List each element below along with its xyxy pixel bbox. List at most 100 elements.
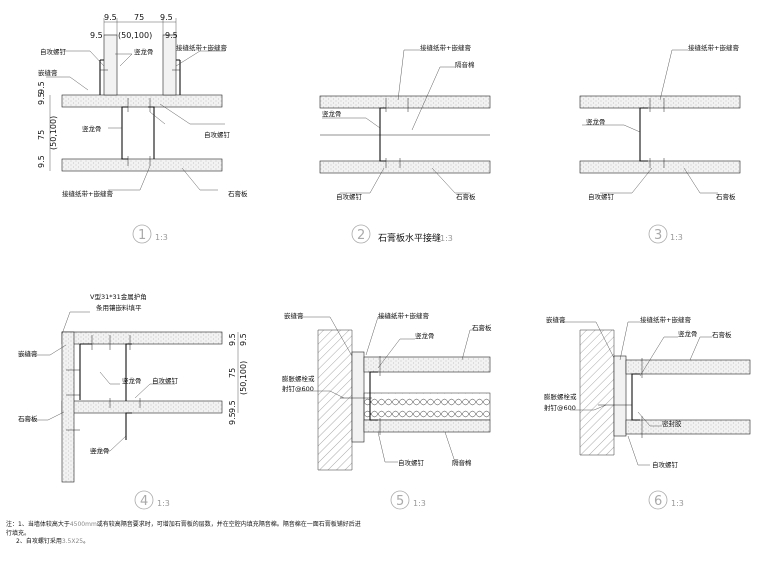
detail-number-3: 3	[654, 228, 662, 243]
board-texture	[580, 96, 740, 108]
label-stud-top: 竖龙骨	[134, 47, 154, 56]
dim-a: 9.5	[228, 333, 237, 346]
stud	[639, 107, 648, 162]
screws	[340, 356, 381, 435]
notes-block: 注：1、当墙体较高大于4500mm或有较高隔音要求时，可增加石膏板的层数，并在空…	[6, 521, 361, 547]
detail-number-circle	[648, 490, 668, 510]
note-3-text-b: 3.5X25	[61, 538, 84, 545]
label-bolt-1: 膨胀螺栓或	[282, 374, 315, 383]
label-bolt-2: 射钉@600	[282, 384, 314, 393]
label-gypsum: 石膏板	[472, 323, 492, 332]
board-texture	[62, 332, 74, 482]
label-stud: 竖龙骨	[322, 109, 342, 118]
detail-4: 9.5 9.5 75 (50,100) 9.5 9.5 V型31*31金属护角 …	[18, 292, 248, 510]
board-texture	[580, 161, 740, 173]
label-stud: 竖龙骨	[586, 117, 606, 126]
label-corner-1: V型31*31金属护角	[90, 292, 147, 301]
board-texture	[62, 332, 222, 344]
detail-scale-1: 1:3	[155, 233, 168, 242]
detail-6: 嵌缝膏 接缝纸带+嵌缝膏 竖龙骨 石膏板 膨胀螺栓或 射钉@600 密封胶 自攻…	[544, 315, 751, 510]
dim-d: 9.5	[228, 400, 237, 413]
detail-title-2: 石膏板水平接缝	[378, 232, 441, 244]
label-screw: 自攻螺钉	[398, 458, 425, 467]
stud	[379, 107, 386, 162]
label-gypsum: 石膏板	[716, 192, 736, 201]
dim-b: 9.5	[239, 333, 248, 346]
detail-scale-5: 1:3	[413, 499, 426, 508]
label-caulk: 嵌缝膏	[284, 311, 304, 320]
gypsum-board-vertical	[613, 355, 627, 437]
label-sound: 隔音棉	[455, 60, 475, 69]
dim-top-b: 75	[134, 13, 144, 22]
note-line-1: 注：1、当墙体较高大于4500mm或有较高隔音要求时，可增加石膏板的层数，并在空…	[6, 521, 361, 530]
label-bolt-2: 射钉@600	[544, 403, 576, 412]
label-gypsum: 石膏板	[712, 330, 732, 339]
board-texture	[364, 420, 490, 432]
label-tape: 接缝纸带+嵌缝膏	[640, 315, 691, 324]
dim-e: 9.5	[228, 412, 237, 425]
gypsum-board-vertical	[351, 351, 365, 443]
board-texture	[62, 401, 222, 413]
label-screw-mid: 自攻螺钉	[204, 130, 231, 139]
dim-side-c: 9.5	[37, 155, 46, 168]
board-texture	[626, 360, 750, 374]
detail-scale-2: 1:3	[440, 234, 453, 243]
label-gypsum: 石膏板	[18, 414, 38, 423]
note-3-text-a: 2、自攻螺钉采用	[16, 538, 62, 545]
label-tape: 接缝纸带+嵌缝膏	[378, 311, 429, 320]
label-gypsum: 石膏板	[456, 192, 476, 201]
note-1-text-c: 或有较高隔音要求时，可增加石膏板的层数，并在空腔内填充隔音棉。隔音棉在一面石膏板…	[96, 521, 361, 528]
screws	[385, 98, 409, 168]
stud-mid	[121, 106, 128, 160]
insulation	[363, 392, 491, 421]
detail-number-2: 2	[357, 228, 365, 243]
label-screw: 自攻螺钉	[336, 192, 363, 201]
board-texture	[626, 420, 750, 434]
dim-side-paren: (50,100)	[49, 116, 58, 150]
dim-top-c: 9.5	[160, 13, 173, 22]
leaders-4	[20, 311, 175, 452]
stud-left	[99, 59, 104, 95]
board-texture	[62, 159, 222, 171]
label-stud-mid: 竖龙骨	[82, 124, 102, 133]
board-texture	[364, 357, 490, 372]
dim-top-paren: (50,100)	[118, 31, 152, 40]
stud	[631, 373, 640, 421]
top-dimensions	[103, 18, 177, 35]
dim-side-a: 9.5	[37, 92, 46, 105]
label-caulk: 嵌缝膏	[38, 68, 58, 77]
label-stud: 竖龙骨	[415, 331, 435, 340]
note-line-2: 行填充。	[6, 529, 31, 537]
detail-2: 接缝纸带+嵌缝膏 隔音棉 竖龙骨 自攻螺钉 石膏板 2 石膏板水平接缝 1:3	[319, 43, 491, 244]
dim-side-b: 75	[37, 130, 46, 140]
stud-b	[125, 412, 132, 440]
detail-number-4: 4	[140, 494, 148, 509]
stud	[369, 371, 378, 421]
stud-a	[125, 343, 132, 401]
detail-scale-6: 1:3	[671, 499, 684, 508]
dim-top-e: 9.5	[165, 31, 178, 40]
detail-number-circle	[132, 224, 152, 244]
screws	[66, 335, 141, 431]
note-1-text-a: 注：1、当墙体较高大于	[6, 521, 70, 528]
screws	[598, 358, 643, 438]
detail-number-circle	[648, 224, 668, 244]
label-stud-a: 竖龙骨	[122, 376, 142, 385]
label-bolt-1: 膨胀螺栓或	[544, 392, 577, 401]
label-tape: 接缝纸带+嵌缝膏	[688, 43, 739, 52]
dim-side-d: 9.5	[37, 81, 46, 94]
board-texture	[62, 95, 222, 107]
detail-5: 嵌缝膏 接缝纸带+嵌缝膏 竖龙骨 石膏板 膨胀螺栓或 射钉@600 自攻螺钉 隔…	[282, 311, 492, 510]
label-stud: 竖龙骨	[678, 329, 698, 338]
detail-1: 9.5 75 9.5 9.5 (50,100) 9.5 9.5 75 (50,1…	[37, 13, 248, 244]
board-texture	[320, 96, 490, 108]
dim-top-d: 9.5	[90, 31, 103, 40]
label-screw-top: 自攻螺钉	[40, 47, 67, 56]
stud-mid-b	[148, 106, 155, 159]
detail-number-1: 1	[138, 228, 146, 243]
label-tape-top: 接缝纸带+嵌缝膏	[176, 43, 227, 52]
label-caulk: 嵌缝膏	[18, 349, 38, 358]
detail-number-circle	[134, 490, 154, 510]
detail-number-5: 5	[396, 494, 404, 509]
label-corner-2: 条用镶嵌料填平	[96, 303, 142, 312]
